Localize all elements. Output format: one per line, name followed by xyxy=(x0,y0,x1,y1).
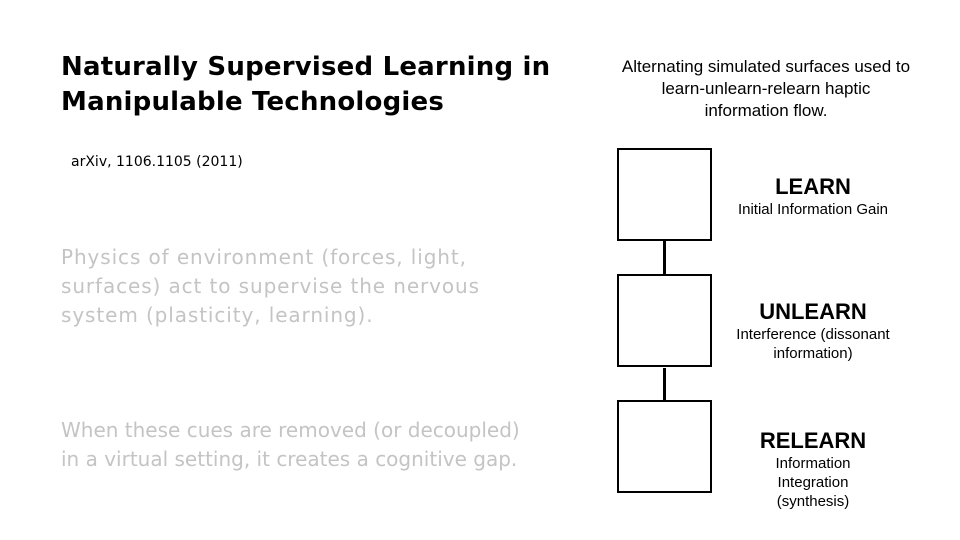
diagram-caption: Alternating simulated surfaces used to l… xyxy=(621,57,911,120)
bullet-cognitive-gap: When these cues are removed (or decouple… xyxy=(61,418,520,471)
slide-title: Naturally Supervised Learning in Manipul… xyxy=(61,50,581,120)
stage-name: LEARN xyxy=(775,174,851,199)
stage-box-relearn xyxy=(617,400,712,493)
stage-name: RELEARN xyxy=(759,428,867,453)
stage-name: UNLEARN xyxy=(759,299,867,324)
stage-label-learn: LEARN Initial Information Gain xyxy=(722,174,904,219)
stage-description: Initial Information Gain xyxy=(737,201,889,218)
bullet-physics-supervision: Physics of environment (forces, light, s… xyxy=(61,245,480,327)
stage-description: Information Integration (synthesis) xyxy=(775,455,851,510)
title-line-2: Manipulable Technologies xyxy=(61,87,445,117)
stage-box-unlearn xyxy=(617,274,712,367)
stage-box-learn xyxy=(617,148,712,241)
title-line-1: Naturally Supervised Learning in xyxy=(61,52,551,82)
stage-description: Interference (dissonant information) xyxy=(736,326,890,362)
stage-label-relearn: RELEARN Information Integration (synthes… xyxy=(722,428,904,511)
connector-learn-unlearn xyxy=(663,241,666,274)
connector-unlearn-relearn xyxy=(663,368,666,401)
citation: arXiv, 1106.1105 (2011) xyxy=(71,154,243,170)
stage-label-unlearn: UNLEARN Interference (dissonant informat… xyxy=(722,299,904,363)
